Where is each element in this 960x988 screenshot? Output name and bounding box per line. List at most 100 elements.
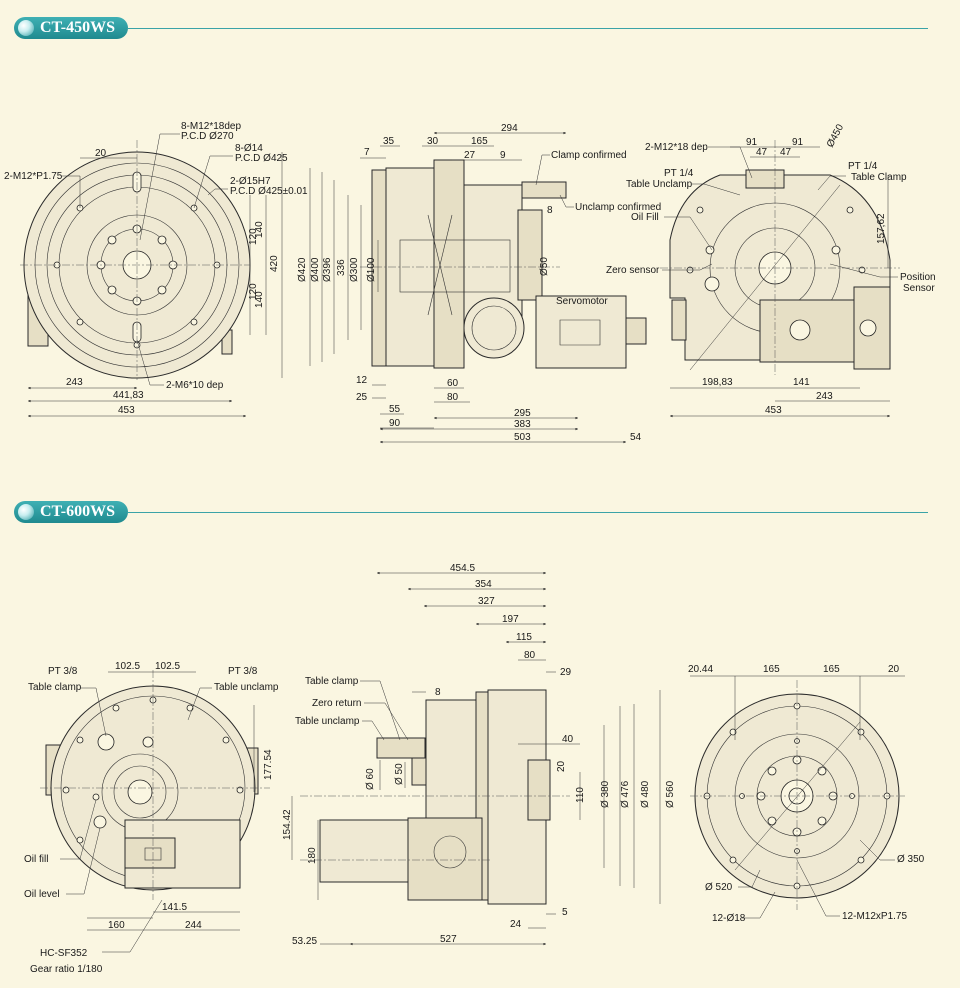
dim: Ø450 bbox=[825, 122, 846, 149]
dim: 198,83 bbox=[702, 377, 733, 388]
section-badge-ct600: CT-600WS bbox=[14, 501, 128, 523]
dim: 120 bbox=[248, 228, 259, 245]
dim: 80 bbox=[447, 392, 459, 403]
callout: Oil fill bbox=[24, 854, 48, 865]
dim: Ø396 bbox=[322, 257, 333, 282]
dim: 12-M12xP1.75 bbox=[842, 911, 907, 922]
callout: PT 1/4 bbox=[664, 168, 694, 179]
dim: 294 bbox=[501, 123, 518, 134]
dim: 354 bbox=[475, 579, 492, 590]
callout: Table Unclamp bbox=[626, 179, 693, 190]
dim: 244 bbox=[185, 920, 202, 931]
callout: Sensor bbox=[903, 283, 935, 294]
callout: 2-Ø15H7 bbox=[230, 176, 271, 187]
dim: 120 bbox=[248, 283, 259, 300]
header-rule-ct450 bbox=[128, 28, 928, 29]
dim: 327 bbox=[478, 596, 495, 607]
dim: 160 bbox=[108, 920, 125, 931]
dim: 336 bbox=[336, 259, 347, 276]
dim: Ø 50 bbox=[394, 763, 405, 785]
dim: 157,62 bbox=[876, 213, 887, 244]
dim: 503 bbox=[514, 432, 531, 443]
dim: 141 bbox=[793, 377, 810, 388]
dim: 115 bbox=[516, 632, 532, 643]
callout: Table Clamp bbox=[851, 172, 907, 183]
dim: 165 bbox=[823, 664, 840, 675]
dim: 12-Ø18 bbox=[712, 913, 746, 924]
callout: HC-SF352 bbox=[40, 948, 88, 959]
dim: Ø 480 bbox=[640, 780, 651, 808]
dim: 8 bbox=[547, 205, 553, 216]
callout: Oil Fill bbox=[631, 212, 659, 223]
callout: Gear ratio 1/180 bbox=[30, 964, 103, 975]
dim: 197 bbox=[502, 614, 519, 625]
section-title-ct450: CT-450WS bbox=[40, 19, 115, 36]
callout: 2-M12*18 dep bbox=[645, 142, 708, 153]
callout: 8-M12*18dep bbox=[181, 121, 241, 132]
dim: Ø400 bbox=[310, 257, 321, 282]
callout: Servomotor bbox=[556, 296, 608, 307]
dim: 35 bbox=[383, 136, 395, 147]
dim: Ø300 bbox=[349, 257, 360, 282]
section-title-ct600: CT-600WS bbox=[40, 503, 115, 520]
dim: 47 bbox=[756, 147, 768, 158]
ct600-front-view: 102.5 102.5 177.54 160 141.5 244 PT 3/8 … bbox=[24, 661, 279, 975]
ct600-side-view: 454.5 354 327 197 115 80 29 8 40 20 110 … bbox=[282, 563, 676, 947]
ct600-rear-view: 20.44 165 165 20 Ø 350 Ø 520 12-Ø18 12-M… bbox=[688, 664, 925, 924]
dim: 91 bbox=[746, 137, 758, 148]
dim: 40 bbox=[562, 734, 574, 745]
callout: P.C.D Ø425 bbox=[235, 153, 288, 164]
dim: 24 bbox=[510, 919, 522, 930]
dim: 12 bbox=[356, 375, 368, 386]
dim: 102.5 bbox=[115, 661, 140, 672]
dim: 141.5 bbox=[162, 902, 187, 913]
section-badge-ct450: CT-450WS bbox=[14, 17, 128, 39]
dim: 9 bbox=[500, 150, 506, 161]
dim: 53.25 bbox=[292, 936, 317, 947]
dim: 420 bbox=[269, 255, 280, 272]
dim: Ø 60 bbox=[365, 768, 376, 790]
dim: 29 bbox=[560, 667, 572, 678]
ct450-rear-view: 91 91 47 47 Ø450 157,62 198,83 141 243 4… bbox=[606, 122, 936, 418]
dim: 110 bbox=[575, 787, 586, 803]
dim: 54 bbox=[630, 432, 642, 443]
callout: Table unclamp bbox=[214, 682, 279, 693]
dim: 8 bbox=[435, 687, 441, 698]
callout: Table clamp bbox=[28, 682, 82, 693]
dim: 165 bbox=[763, 664, 780, 675]
dim: 90 bbox=[389, 418, 401, 429]
callout: 8-Ø14 bbox=[235, 143, 263, 154]
dim: 441,83 bbox=[113, 390, 144, 401]
dim: 47 bbox=[780, 147, 792, 158]
dim: 383 bbox=[514, 419, 531, 430]
callout: P.C.D Ø425±0.01 bbox=[230, 186, 308, 197]
callout: PT 1/4 bbox=[848, 161, 878, 172]
callout: P.C.D Ø270 bbox=[181, 131, 234, 142]
dim: 453 bbox=[765, 405, 782, 416]
dim: 295 bbox=[514, 408, 531, 419]
badge-ball-icon bbox=[18, 504, 34, 520]
dim: Ø420 bbox=[297, 257, 308, 282]
callout: Zero return bbox=[312, 698, 361, 709]
dim: 55 bbox=[389, 404, 401, 415]
dim: 243 bbox=[816, 391, 833, 402]
dim: 165 bbox=[471, 136, 488, 147]
callout: 2-M12*P1.75 bbox=[4, 171, 63, 182]
dim: 243 bbox=[66, 377, 83, 388]
ct450-side-view: 294 30 165 35 7 27 9 8 Ø420 Ø400 Ø396 33… bbox=[297, 123, 661, 444]
callout: Zero sensor bbox=[606, 265, 660, 276]
dim: 154.42 bbox=[282, 809, 293, 840]
callout: Table clamp bbox=[305, 676, 359, 687]
callout: PT 3/8 bbox=[48, 666, 78, 677]
dim: Ø 520 bbox=[705, 882, 733, 893]
dim: 20 bbox=[888, 664, 900, 675]
callout: Oil level bbox=[24, 889, 60, 900]
dim: Ø 560 bbox=[665, 780, 676, 808]
dim: 5 bbox=[562, 907, 568, 918]
dim: 7 bbox=[364, 147, 370, 158]
dim: 20 bbox=[95, 148, 107, 159]
dim: 80 bbox=[524, 650, 536, 661]
dim: 25 bbox=[356, 392, 368, 403]
